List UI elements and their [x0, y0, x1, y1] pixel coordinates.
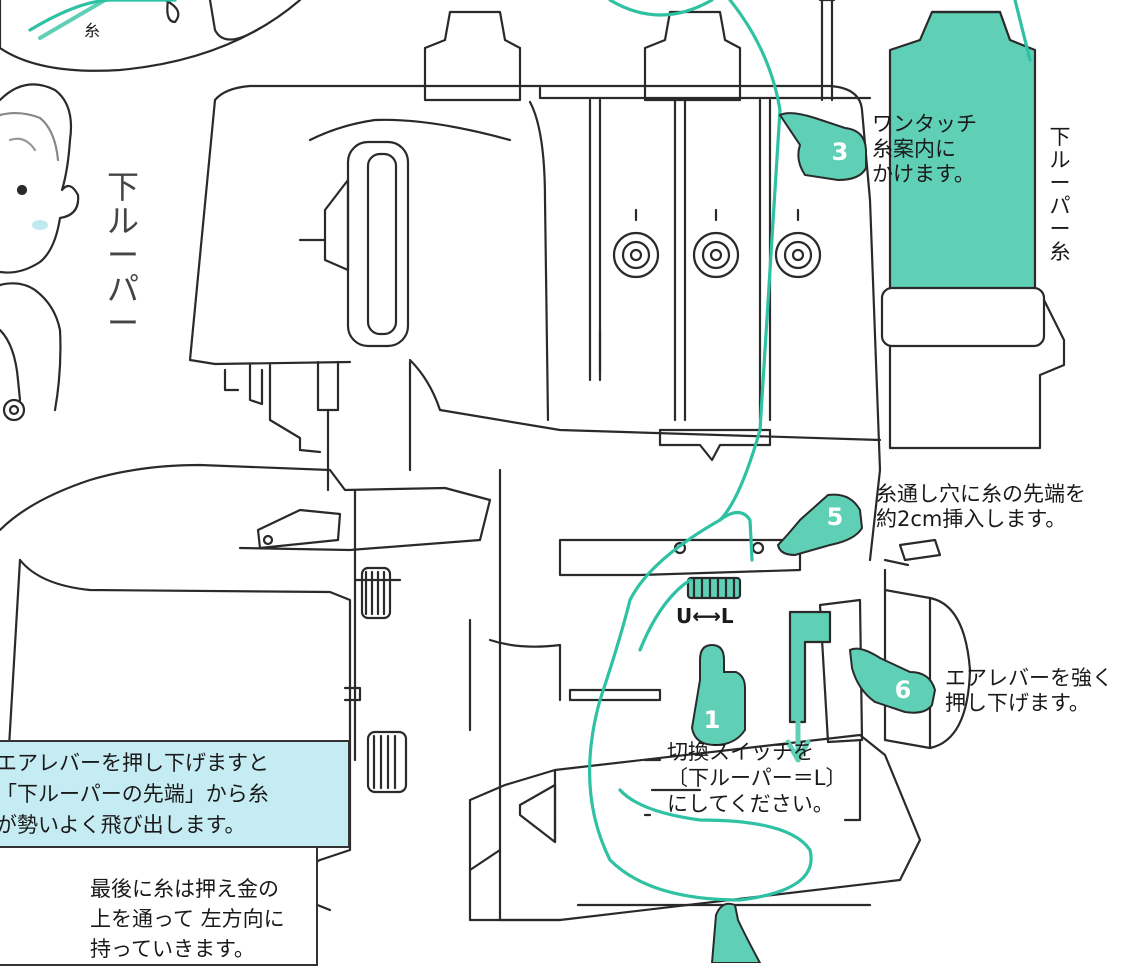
air-lever-note-box: エアレバーを押し下げますと 「下ルーパーの先端」から糸 が勢いよく飛び出します。 — [0, 740, 350, 848]
inset-thread-label: 糸 — [84, 21, 101, 40]
switch-marking: U⟷L — [676, 604, 734, 628]
character-illustration — [0, 83, 80, 422]
thread-spools — [423, 10, 1066, 450]
step-1-badge: 1 — [690, 643, 746, 747]
step-3-badge: 3 — [778, 112, 867, 182]
step-3-label: ワンタッチ 糸案内に かけます。 — [872, 112, 977, 186]
step-3-number: 3 — [832, 138, 849, 166]
final-note: 最後に糸は押え金の 上を通って 左方向に 持っていきます。 — [90, 877, 285, 961]
inset-detail-circle — [0, 0, 302, 72]
machine-body — [188, 84, 882, 562]
step-5-number: 5 — [827, 503, 844, 531]
thread-stand — [818, 0, 836, 102]
step-5-badge: 5 — [776, 493, 864, 557]
step-6-label: エアレバーを強く 押し下げます。 — [945, 666, 1113, 715]
bottom-hand-icon — [710, 902, 762, 963]
step-5-label: 糸通し穴に糸の先端を 約2cm挿入します。 — [876, 482, 1086, 531]
switch-area — [686, 576, 832, 763]
looper-thread-label: 下 ル ー パ ー 糸 — [1049, 125, 1071, 264]
step-1-number: 1 — [704, 706, 721, 734]
thread-path — [28, 0, 1032, 902]
step-6-badge: 6 — [848, 647, 937, 714]
step-6-number: 6 — [895, 676, 912, 704]
final-note-box: 最後に糸は押え金の 上を通って 左方向に 持っていきます。 — [0, 846, 318, 966]
step1-bracket — [643, 740, 862, 822]
step-1-label: 切換スイッチを 〔下ルーパー＝L〕 にしてください。 — [667, 740, 847, 816]
handwritten-looper-label: 下 ル ー パ ー — [106, 168, 139, 342]
air-lever-note: エアレバーを押し下げますと 「下ルーパーの先端」から糸 が勢いよく飛び出します。 — [0, 751, 269, 837]
